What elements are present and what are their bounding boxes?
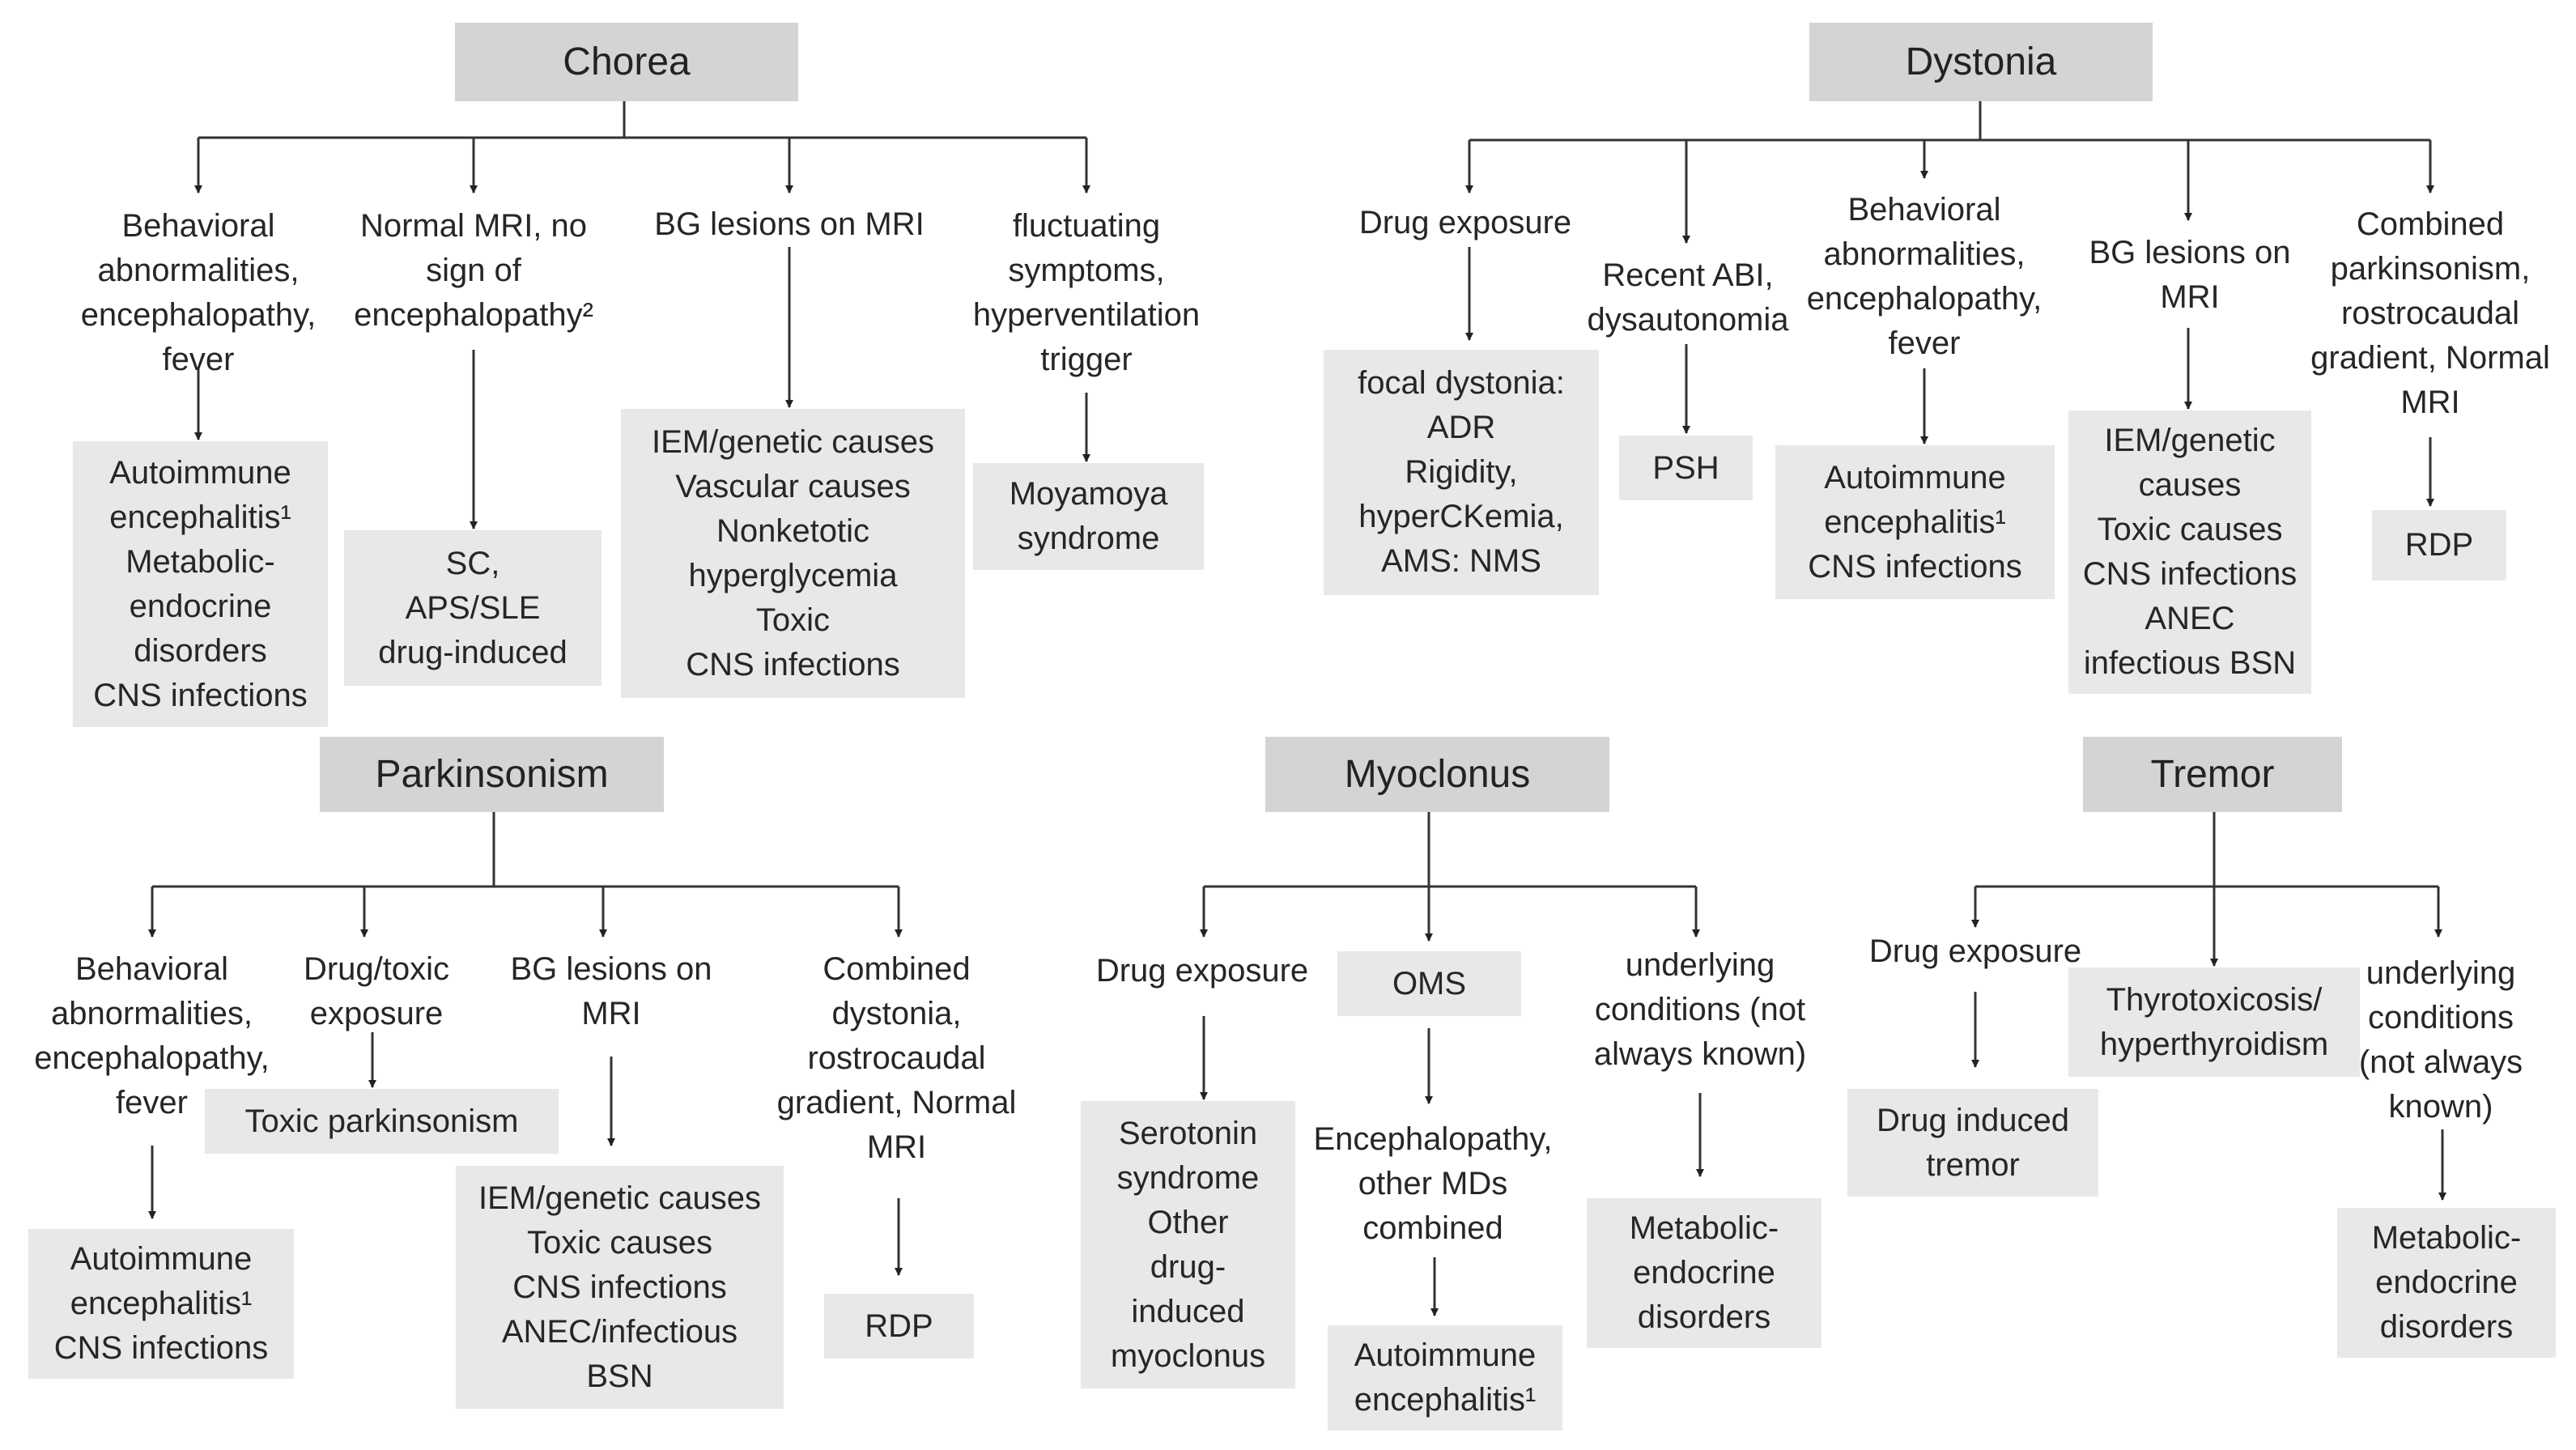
tremor-branch-label: underlying conditions (not always known) — [2358, 955, 2523, 1125]
dystonia-header: Dystonia — [1809, 23, 2153, 101]
tremor-branch-label: Drug exposure — [1868, 933, 2082, 969]
dystonia-branch-label: Drug exposure — [1358, 205, 1572, 240]
dystonia-result-box: Autoimmune encephalitis¹ CNS infections — [1775, 445, 2055, 599]
dystonia-branch-label: BG lesions on MRI — [2089, 235, 2291, 315]
chorea-branch-label: Behavioral abnormalities, encephalopathy… — [80, 208, 317, 377]
tremor-result-box: Drug induced tremor — [1847, 1089, 2098, 1197]
myoclonus-branch-label: Encephalopathy, other MDs combined — [1313, 1121, 1553, 1246]
parkinsonism-header: Parkinsonism — [320, 737, 664, 812]
myoclonus-header: Myoclonus — [1265, 737, 1609, 812]
dystonia-branch-label: Combined parkinsonism, rostrocaudal grad… — [2310, 206, 2550, 420]
chorea-branch-label: Normal MRI, no sign of encephalopathy² — [354, 208, 593, 333]
chorea-result-box: Autoimmune encephalitis¹ Metabolic- endo… — [73, 441, 328, 727]
dystonia-branch-label: Behavioral abnormalities, encephalopathy… — [1806, 192, 2043, 361]
myoclonus-result-box: Autoimmune encephalitis¹ — [1328, 1325, 1562, 1431]
tremor-result-box: Thyrotoxicosis/ hyperthyroidism — [2068, 967, 2360, 1077]
parkinsonism-result-box: RDP — [824, 1294, 974, 1359]
parkinsonism-branch-label: Behavioral abnormalities, encephalopathy… — [34, 951, 270, 1120]
myoclonus-result-box: Metabolic- endocrine disorders — [1587, 1198, 1821, 1348]
chorea-branch-label: fluctuating symptoms, hyperventilation t… — [972, 208, 1201, 377]
chorea-result-box: Moyamoya syndrome — [973, 463, 1204, 570]
myoclonus-oms-box: OMS — [1337, 951, 1521, 1016]
parkinsonism-result-box: Autoimmune encephalitis¹ CNS infections — [28, 1229, 294, 1379]
dystonia-result-box: RDP — [2372, 510, 2506, 580]
tremor-result-box: Metabolic- endocrine disorders — [2337, 1208, 2556, 1358]
chorea-branch-label: BG lesions on MRI — [654, 206, 925, 242]
chorea-result-box: IEM/genetic causes Vascular causes Nonke… — [621, 409, 965, 698]
myoclonus-branch-label: Drug exposure — [1095, 953, 1309, 989]
chorea-result-box: SC, APS/SLE drug-induced — [344, 530, 601, 686]
dystonia-result-box: PSH — [1619, 436, 1753, 500]
parkinsonism-branch-label: Combined dystonia, rostrocaudal gradient… — [776, 951, 1017, 1165]
myoclonus-result-box: Serotonin syndrome Other drug- induced m… — [1081, 1101, 1295, 1388]
dystonia-result-box: focal dystonia: ADR Rigidity, hyperCKemi… — [1324, 350, 1599, 595]
parkinsonism-result-box: Toxic parkinsonism — [205, 1089, 559, 1154]
tremor-header: Tremor — [2083, 737, 2342, 812]
parkinsonism-result-box: IEM/genetic causes Toxic causes CNS infe… — [456, 1166, 784, 1409]
parkinsonism-branch-label: Drug/toxic exposure — [303, 951, 450, 1031]
myoclonus-branch-label: underlying conditions (not always known) — [1593, 947, 1807, 1072]
chorea-header: Chorea — [455, 23, 798, 101]
dystonia-branch-label: Recent ABI, dysautonomia — [1587, 257, 1789, 338]
dystonia-result-box: IEM/genetic causes Toxic causes CNS infe… — [2068, 410, 2311, 694]
parkinsonism-branch-label: BG lesions on MRI — [510, 951, 712, 1031]
